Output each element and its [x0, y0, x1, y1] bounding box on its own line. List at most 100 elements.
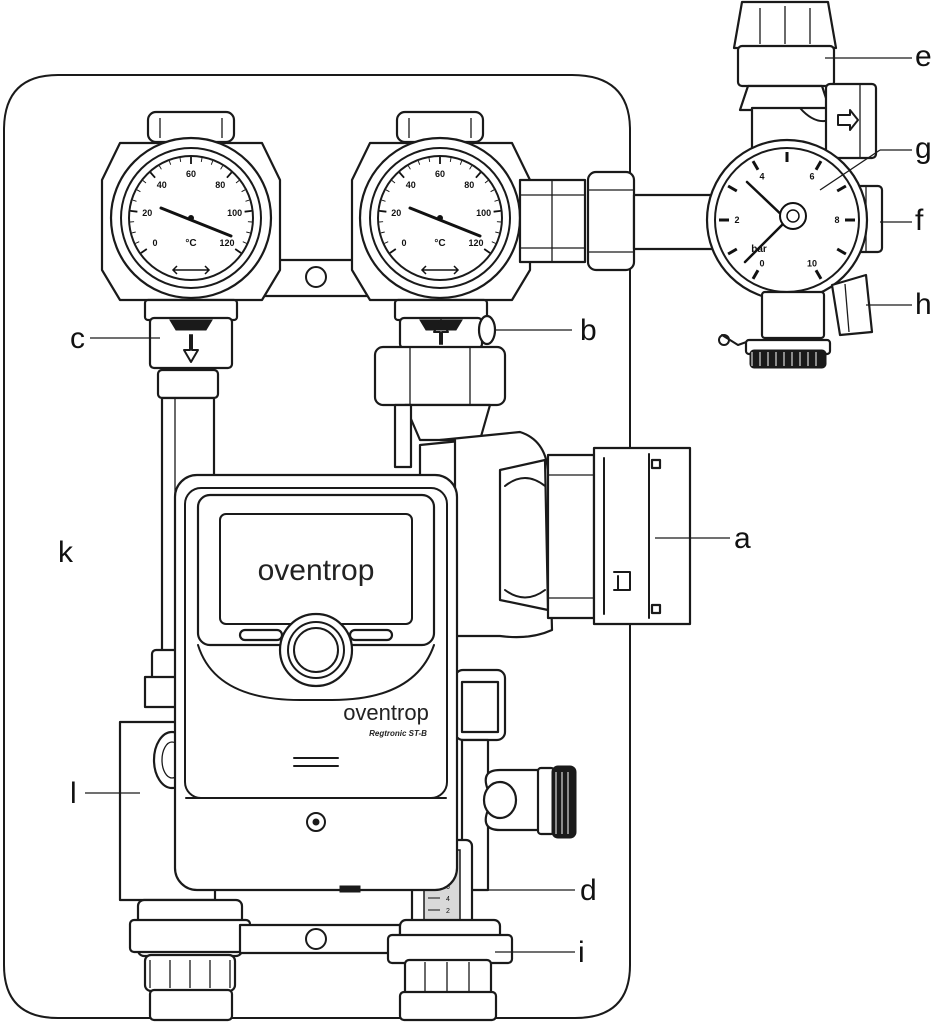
pressure-gauge-tick-mark: [727, 184, 738, 193]
thermometer-left-tick-mark: [159, 165, 162, 170]
thermometer-left-tick-label: 80: [215, 180, 225, 190]
thermometer-left-tick-label: 40: [157, 180, 167, 190]
thermometer-right-tick-mark: [490, 189, 495, 193]
thermometer-right-tick-mark: [469, 165, 472, 170]
pressure-gauge-tick-label: 2: [734, 215, 739, 225]
flowmeter-tick-label: 4: [446, 896, 450, 903]
pressure-gauge-tick-label: 10: [807, 258, 817, 268]
lower-bracket: [238, 923, 402, 955]
thermometer-right-tick-mark: [475, 171, 482, 179]
leader-lines: [85, 57, 912, 953]
thermometer-right-tick-mark: [398, 171, 405, 179]
thermometer-right-tick-mark: [428, 157, 431, 162]
pressure-gauge-tick-label: 4: [759, 172, 764, 182]
thermometer-left-needle-hub: [188, 215, 194, 221]
thermometer-right-tick-label: 120: [468, 238, 483, 248]
thermometer-left-tick-mark: [234, 248, 242, 254]
thermometer-left-tick-mark: [135, 241, 140, 244]
thermometer-left-tick-mark: [136, 189, 141, 193]
drain-cock-h: [718, 273, 874, 369]
pressure-gauge-tick-label: 8: [834, 215, 839, 225]
thermometer-left-tick-mark: [200, 157, 203, 162]
thermometer-left-tick-label: 60: [186, 169, 196, 179]
thermometer-left-tick-mark: [132, 199, 137, 202]
pressure-gauge-tick-mark: [814, 160, 823, 171]
thermometer-left-direction-arrows: [171, 265, 211, 275]
pressure-gauge-tick-mark: [814, 269, 823, 280]
thermometer-left-tick-mark: [220, 165, 223, 170]
fill-drain-valve: [482, 765, 577, 839]
thermometer-right-tick-mark: [449, 157, 452, 162]
callout-e: e: [915, 40, 932, 73]
thermometer-right-tick-mark: [385, 189, 390, 193]
callout-k: k: [58, 536, 74, 569]
thermometer-right-tick-label: 80: [464, 180, 474, 190]
thermometer-right-tick-mark: [491, 241, 496, 244]
pressure-gauge-hub-inner: [786, 209, 800, 223]
callout-f: f: [915, 204, 924, 237]
thermometer-right-tick-mark: [408, 165, 411, 170]
flowmeter-tick-label: 6: [446, 884, 450, 891]
thermometer-left-tick-mark: [210, 160, 214, 165]
thermometer-right-tick-label: 0: [401, 238, 406, 248]
callout-c: c: [70, 322, 85, 355]
thermometer-right-tick-label: 60: [435, 169, 445, 179]
thermometer-right-tick-mark: [495, 231, 500, 234]
thermometer-left-tick-mark: [179, 157, 182, 162]
callout-l: l: [70, 777, 77, 810]
thermometer-right-tick-label: 40: [406, 180, 416, 190]
pressure-gauge-tick-mark: [751, 160, 760, 171]
thermometer-left-unit: °C: [185, 238, 196, 249]
thermometer-right-direction-arrows: [420, 265, 460, 275]
callout-h: h: [915, 288, 932, 321]
thermometer-right-tick-mark: [459, 160, 463, 165]
thermometer-left-tick-label: 120: [219, 238, 234, 248]
insulation-shell-k: [3, 74, 631, 1019]
thermometer-left-tick-mark: [142, 180, 147, 184]
pressure-gauge-tick-label: 6: [809, 172, 814, 182]
thermometer-left-tick-mark: [149, 171, 156, 179]
thermometer-right-tick-mark: [494, 199, 499, 202]
flow-up-arrow: [433, 319, 449, 345]
pressure-gauge-g: 0246810bar: [705, 138, 869, 302]
thermometer-right-tick-mark: [381, 199, 386, 202]
pressure-gauge-tick-mark: [751, 269, 760, 280]
thermometer-right-tick-mark: [417, 160, 421, 165]
thermometer-right-needle-hub: [437, 215, 443, 221]
flow-thermometer-b: 0 20 40 60 80 100 120 °C: [350, 110, 532, 350]
thermometer-left-needle: [159, 206, 233, 238]
callout-b: b: [580, 314, 597, 347]
callout-g: g: [915, 132, 932, 165]
thermometer-right-tick-mark: [379, 210, 387, 213]
thermometer-left-tick-label: 0: [152, 238, 157, 248]
thermometer-left-tick-mark: [130, 210, 138, 213]
callout-d: d: [580, 874, 597, 907]
safety-valve-outlet: [824, 82, 878, 160]
controller-model-label: Regtronic ST-B: [369, 729, 427, 738]
thermometer-right-tick-label: 100: [476, 208, 491, 218]
thermometer-left-tick-mark: [242, 241, 247, 244]
thermometer-right-tick-label: 20: [391, 208, 401, 218]
pressure-gauge-tick-mark: [836, 247, 847, 256]
thermometer-left-tick-mark: [241, 189, 246, 193]
pressure-gauge-tick-label: 0: [759, 258, 764, 268]
controller-display-brand: oventrop: [258, 554, 375, 587]
thermometer-right-tick-mark: [391, 180, 396, 184]
pressure-gauge-tick-mark: [727, 247, 738, 256]
circulation-pump-a: [418, 430, 692, 639]
safety-group-connection: [518, 170, 716, 272]
thermometer-left-tick-mark: [131, 231, 136, 234]
thermometer-left-tick-mark: [235, 180, 240, 184]
thermometer-left-tick-mark: [245, 199, 250, 202]
controller-regtronic: [173, 473, 459, 893]
callout-a: a: [734, 522, 751, 555]
pressure-gauge-tick-mark: [836, 184, 847, 193]
return-flow-arrow: [183, 334, 199, 363]
thermometer-right-unit: °C: [434, 238, 445, 249]
thermometer-right-needle: [408, 206, 482, 238]
thermometer-right-tick-mark: [384, 241, 389, 244]
thermometer-left-tick-mark: [244, 210, 252, 213]
thermometer-left-tick-mark: [246, 231, 251, 234]
